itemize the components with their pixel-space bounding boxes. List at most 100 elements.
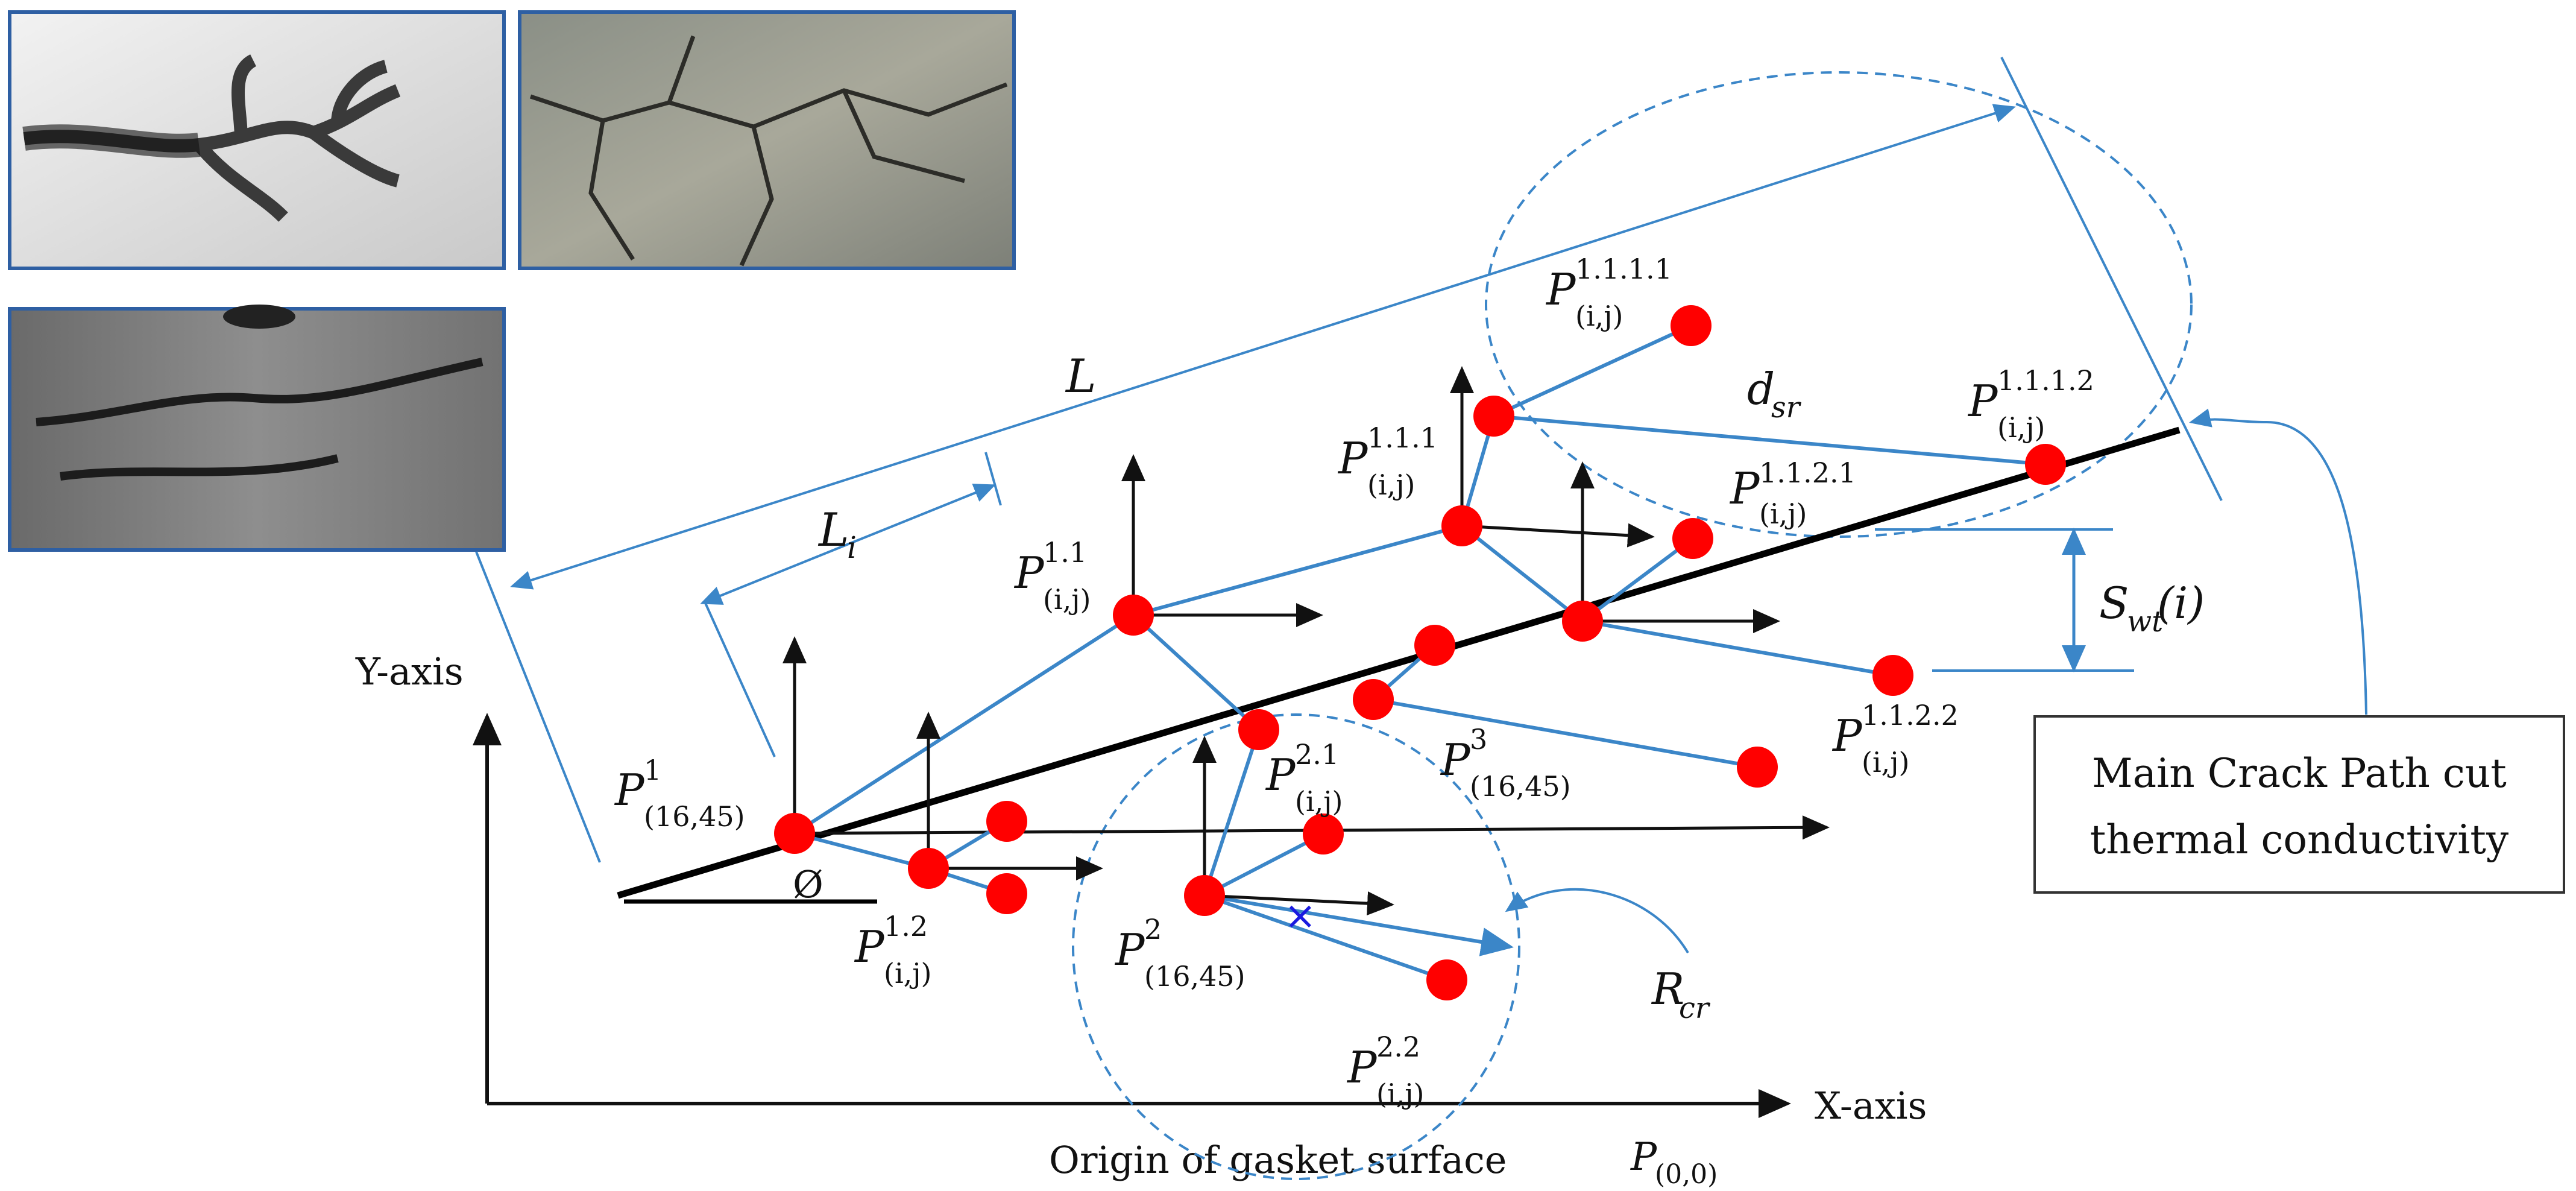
region-circle-bottom <box>1072 713 1520 1180</box>
svg-text:(i,j): (i,j) <box>1295 785 1343 818</box>
svg-text:1.1: 1.1 <box>1043 536 1087 569</box>
point-label-p1-2: P 1.2 (i,j) <box>854 910 932 990</box>
label-swt: S <box>2099 578 2129 628</box>
label-rcr-sub: cr <box>1679 991 1711 1025</box>
svg-text:1.1.1.1: 1.1.1.1 <box>1575 253 1672 285</box>
svg-text:P: P <box>1729 463 1760 514</box>
svg-text:(i,j): (i,j) <box>1376 1078 1425 1110</box>
point-label-p1-1-1: P 1.1.1 (i,j) <box>1337 422 1438 501</box>
link-network <box>793 324 2046 982</box>
y-axis-label: Y-axis <box>355 649 464 693</box>
node-p1-1-2-2 <box>1872 655 1913 696</box>
node-p1-2-b <box>986 873 1027 914</box>
svg-text:P: P <box>1013 548 1045 598</box>
svg-text:(i,j): (i,j) <box>1043 583 1091 616</box>
li-boundary-right <box>984 452 1002 506</box>
svg-text:(16,45): (16,45) <box>1144 960 1245 993</box>
svg-text:P: P <box>1831 710 1863 761</box>
label-rcr: R <box>1651 964 1684 1014</box>
node-p1-2-a <box>986 801 1027 842</box>
svg-text:P: P <box>1337 433 1368 484</box>
svg-text:(16,45): (16,45) <box>644 800 745 833</box>
crack-photo-1 <box>8 10 506 270</box>
region-circle-top <box>1485 71 2193 538</box>
callout-box <box>2033 715 2565 894</box>
svg-text:P: P <box>1967 376 1998 426</box>
svg-text:P: P <box>1265 750 1296 800</box>
local-axes <box>783 366 1780 916</box>
origin-caption: Origin of gasket surface <box>1049 1138 1507 1182</box>
crack-photo-2 <box>518 10 1016 270</box>
callout-pointer <box>2189 408 2367 715</box>
origin-subscript: (0,0) <box>1655 1159 1718 1190</box>
point-label-p1-1-2-1: P 1.1.2.1 (i,j) <box>1729 456 1856 530</box>
label-swt-arg: (i) <box>2157 578 2205 628</box>
svg-text:1.2: 1.2 <box>884 910 928 943</box>
svg-text:(i,j): (i,j) <box>1862 746 1910 779</box>
label-dsr-sub: sr <box>1771 391 1802 425</box>
x-axis-label: X-axis <box>1815 1084 1927 1128</box>
l-boundary-left <box>475 551 601 863</box>
node-p1-1-1-1 <box>1671 305 1712 346</box>
point-label-p1-1-1-1: P 1.1.1.1 (i,j) <box>1545 253 1672 332</box>
node-p2-2 <box>1426 959 1467 1000</box>
angle-symbol: Ø <box>793 862 824 906</box>
node-p2-1 <box>1303 813 1344 855</box>
point-label-p2: P 2 (16,45) <box>1114 913 1245 993</box>
svg-text:(i,j): (i,j) <box>1575 300 1623 332</box>
node-crack-d <box>1562 601 1603 642</box>
label-swt-sub: wt <box>2127 605 2164 639</box>
node-crack-b <box>1353 679 1394 720</box>
svg-text:1.1.2.2: 1.1.2.2 <box>1862 699 1959 731</box>
node-p1-2 <box>908 848 949 889</box>
svg-text:(i,j): (i,j) <box>1367 469 1416 501</box>
svg-text:2.1: 2.1 <box>1295 738 1339 771</box>
svg-text:(i,j): (i,j) <box>884 957 932 990</box>
origin-symbol: P <box>1630 1135 1657 1180</box>
label-dsr: d <box>1747 364 1775 414</box>
l-boundary-right <box>2000 57 2223 501</box>
callout-line-2: thermal conductivity <box>2090 817 2509 863</box>
svg-text:(16,45): (16,45) <box>1470 770 1571 803</box>
node-p1-1-1-top <box>1473 396 1514 437</box>
li-dimension-arrow <box>700 484 996 605</box>
point-label-p3: P 3 (16,45) <box>1440 723 1571 803</box>
point-label-p1-1-1-2: P 1.1.1.2 (i,j) <box>1967 364 2094 444</box>
svg-text:1.1.1: 1.1.1 <box>1367 422 1438 454</box>
point-label-p1: P 1 (16,45) <box>614 754 745 833</box>
svg-text:1.1.2.1: 1.1.2.1 <box>1759 456 1856 489</box>
point-label-p2-1: P 2.1 (i,j) <box>1265 738 1343 818</box>
node-crack-c <box>1414 625 1455 666</box>
svg-text:1: 1 <box>644 754 661 786</box>
node-p1-1-1 <box>1441 505 1482 546</box>
node-p2 <box>1184 875 1225 916</box>
node-set <box>774 305 2066 1000</box>
node-p1 <box>774 813 815 854</box>
rcr-pointer <box>1505 888 1689 954</box>
svg-text:P: P <box>1545 264 1576 315</box>
label-li-sub: i <box>847 530 857 565</box>
li-boundary-left <box>704 602 776 757</box>
crack-photo-3 <box>8 305 506 552</box>
svg-text:(i,j): (i,j) <box>1997 411 2045 444</box>
node-p1-1-2-1 <box>1672 518 1713 559</box>
svg-text:P: P <box>1114 924 1145 975</box>
node-p1-1-1-2 <box>2025 444 2066 485</box>
svg-text:P: P <box>854 921 885 972</box>
svg-text:P: P <box>1346 1042 1378 1093</box>
svg-text:P: P <box>1440 735 1471 785</box>
svg-text:1.1.1.2: 1.1.1.2 <box>1997 364 2094 397</box>
svg-text:3: 3 <box>1470 723 1487 756</box>
callout-line-1: Main Crack Path cut <box>2092 750 2507 797</box>
label-l: L <box>1065 349 1096 403</box>
node-p1-1 <box>1113 595 1154 636</box>
node-crack-a <box>1238 709 1279 750</box>
svg-text:(i,j): (i,j) <box>1759 498 1807 530</box>
svg-text:2: 2 <box>1144 913 1162 946</box>
point-label-p1-1-2-2: P 1.1.2.2 (i,j) <box>1831 699 1959 779</box>
node-p3 <box>1737 747 1778 788</box>
point-label-p1-1: P 1.1 (i,j) <box>1013 536 1091 616</box>
svg-text:2.2: 2.2 <box>1376 1031 1420 1063</box>
